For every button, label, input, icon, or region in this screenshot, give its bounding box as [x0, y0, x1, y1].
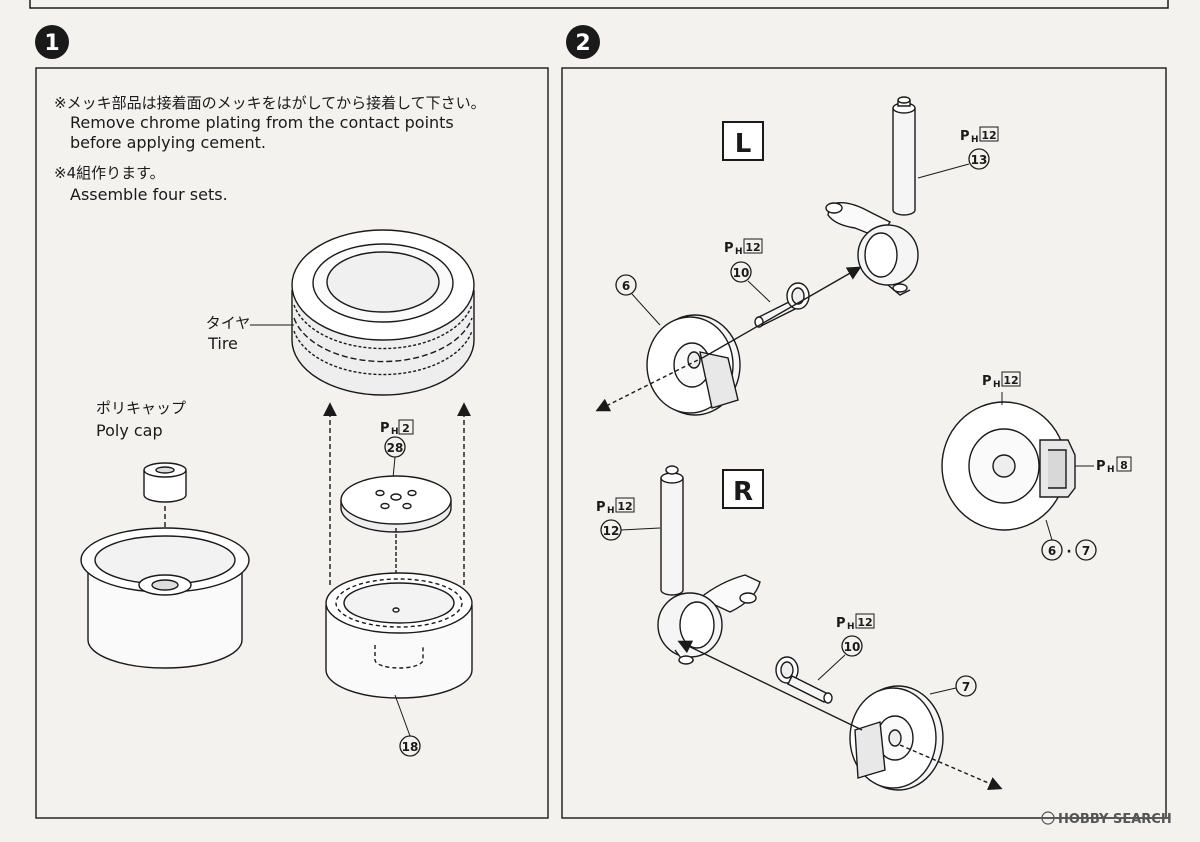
- svg-text:L: L: [735, 129, 752, 159]
- axle-pin-bottom: [775, 656, 833, 704]
- knuckle-left: [825, 96, 919, 296]
- right-side-label: R: [722, 469, 764, 509]
- poly-cap: [143, 462, 187, 503]
- svg-text:6: 6: [1048, 544, 1056, 558]
- svg-text:H: H: [993, 380, 1001, 390]
- step-2-badge: 2: [566, 25, 600, 59]
- svg-text:12: 12: [745, 241, 760, 254]
- part-number-12: 12: [600, 519, 622, 541]
- svg-text:10: 10: [844, 640, 861, 654]
- svg-text:7: 7: [1082, 544, 1090, 558]
- knuckle-right: [657, 465, 761, 665]
- paint-ref-28: P H 2: [380, 419, 414, 437]
- top-frame: [29, 0, 1169, 9]
- watermark: HOBBY SEARCH: [1041, 811, 1172, 827]
- svg-text:28: 28: [387, 441, 404, 455]
- svg-text:1: 1: [44, 31, 59, 56]
- brake-disc-right: [849, 685, 944, 791]
- svg-text:P: P: [596, 500, 606, 515]
- step-1-panel: [35, 67, 549, 819]
- wheel-inner: [80, 527, 250, 669]
- svg-text:2: 2: [402, 422, 410, 435]
- svg-text:P: P: [724, 241, 734, 256]
- svg-text:12: 12: [857, 616, 872, 629]
- disc-left-arrow: [703, 266, 862, 358]
- paint-ref-10-bottom: P H 12: [836, 613, 875, 632]
- svg-text:H: H: [607, 506, 615, 516]
- polycap-label-jp: ポリキャップ: [96, 399, 186, 417]
- svg-text:R: R: [733, 477, 753, 507]
- svg-text:12: 12: [603, 524, 620, 538]
- svg-text:H: H: [735, 247, 743, 257]
- svg-text:P: P: [982, 374, 992, 389]
- tire-label-jp: タイヤ: [206, 314, 251, 332]
- paint-ref-detail-caliper: P H 8: [1096, 456, 1132, 475]
- svg-text:HOBBY SEARCH: HOBBY SEARCH: [1058, 812, 1172, 827]
- polycap-label-en: Poly cap: [96, 421, 163, 440]
- svg-text:10: 10: [733, 266, 750, 280]
- note-sets-en: Assemble four sets.: [70, 185, 228, 204]
- svg-text:P: P: [1096, 459, 1106, 474]
- svg-text:12: 12: [1003, 374, 1018, 387]
- svg-text:6: 6: [622, 279, 630, 293]
- tire: [291, 229, 475, 396]
- svg-text:7: 7: [962, 680, 970, 694]
- part-number-6: 6: [615, 274, 637, 296]
- paint-ref-detail-disc: P H 12: [982, 371, 1021, 390]
- disc-left-dashed: [595, 356, 705, 412]
- brake-disc-left: [646, 314, 741, 416]
- left-side-label: L: [722, 121, 764, 161]
- note-chrome-jp: ※メッキ部品は接着面のメッキをはがしてから接着して下さい。: [54, 94, 486, 112]
- svg-text:P: P: [380, 421, 390, 436]
- wheel-rim: [325, 572, 473, 699]
- svg-text:P: P: [836, 616, 846, 631]
- paint-ref-12: P H 12: [596, 497, 635, 516]
- svg-text:H: H: [847, 622, 855, 632]
- part-number-28: 28: [384, 436, 406, 458]
- axle-pin-top: [754, 282, 810, 328]
- part-number-13: 13: [968, 148, 990, 170]
- paint-ref-13: P H 12: [960, 126, 999, 145]
- note-chrome-en-1: Remove chrome plating from the contact p…: [70, 113, 454, 132]
- paint-ref-10-top: P H 12: [724, 238, 763, 257]
- step-2-panel: [561, 67, 1167, 819]
- part-number-7: 7: [955, 675, 977, 697]
- svg-text:8: 8: [1120, 459, 1128, 472]
- note-chrome-en-2: before applying cement.: [70, 133, 266, 152]
- svg-text:13: 13: [971, 153, 988, 167]
- svg-text:H: H: [971, 135, 979, 145]
- svg-text:H: H: [1107, 465, 1115, 475]
- disc-right-arrow: [677, 640, 863, 731]
- detail-part-numbers: 6 · 7: [1041, 519, 1097, 561]
- note-sets-jp: ※4組作ります。: [54, 164, 165, 182]
- svg-text:2: 2: [575, 31, 590, 56]
- brake-detail: [941, 401, 1076, 531]
- tire-label-en: Tire: [207, 334, 238, 353]
- svg-text:18: 18: [402, 740, 419, 754]
- wheel-face-disc: [340, 475, 452, 533]
- part-number-10-bottom: 10: [841, 635, 863, 657]
- part-number-18: 18: [399, 735, 421, 757]
- svg-text:H: H: [391, 427, 399, 437]
- svg-text:·: ·: [1066, 544, 1071, 560]
- part-number-10-top: 10: [730, 261, 752, 283]
- svg-text:12: 12: [981, 129, 996, 142]
- svg-text:12: 12: [617, 500, 632, 513]
- svg-text:P: P: [960, 129, 970, 144]
- step-1-badge: 1: [35, 25, 69, 59]
